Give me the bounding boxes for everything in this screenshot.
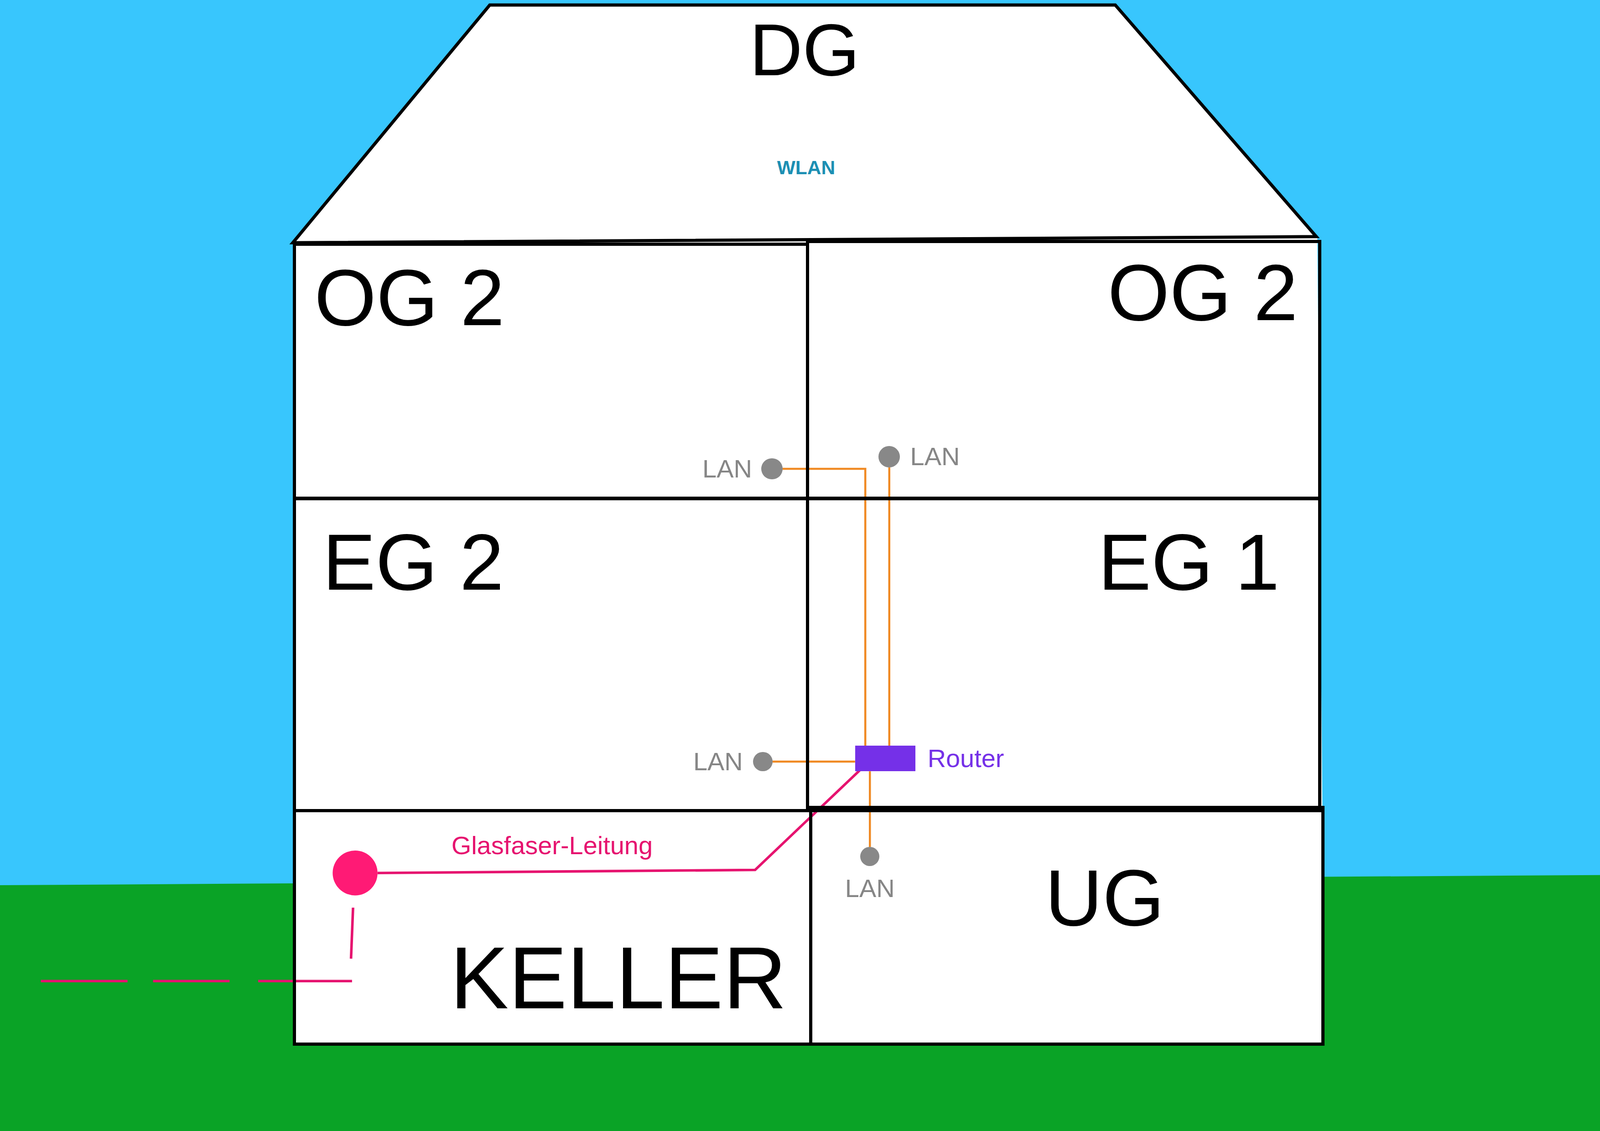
lan-label: LAN	[693, 748, 743, 775]
lan-cable	[782, 468, 866, 746]
fiber-dash	[153, 979, 230, 983]
room-label: KELLER	[450, 934, 787, 1023]
room-label: UG	[1044, 858, 1165, 939]
room-label: EG 1	[1098, 522, 1280, 603]
fiber-dash	[258, 979, 353, 983]
fiber-dash	[40, 979, 128, 983]
house-body	[292, 236, 1325, 1046]
floor-room: EG 2 LAN	[292, 497, 810, 813]
fiber-cable	[351, 907, 354, 959]
fiber-connection-point	[332, 850, 378, 896]
lan-socket: LAN	[860, 846, 880, 867]
room-label: OG 2	[1107, 253, 1298, 333]
router-box: Router	[855, 745, 916, 772]
router-label: Router	[927, 745, 1005, 772]
lan-label: LAN	[845, 875, 895, 902]
floor-room: OG 2 LAN	[805, 239, 1322, 500]
roof-shape	[292, 5, 1317, 243]
room-label: EG 2	[322, 522, 504, 603]
floor-room: OG 2 LAN	[292, 242, 810, 500]
lan-socket: LAN	[878, 446, 900, 468]
lan-cable	[772, 760, 856, 764]
lan-cable	[888, 467, 891, 747]
lan-socket: LAN	[753, 752, 773, 772]
lan-label: LAN	[910, 443, 961, 470]
lan-label: LAN	[702, 456, 753, 482]
fiber-label: Glasfaser-Leitung	[451, 832, 653, 859]
lan-socket: LAN	[761, 458, 783, 480]
room-label: DG	[749, 13, 860, 87]
fiber-cable	[377, 767, 864, 874]
floor-room: UG LAN	[809, 805, 1325, 1046]
room-label: OG 2	[314, 258, 505, 338]
roof-area: DG	[292, 5, 1317, 243]
floor-room: EG 1 Router	[805, 497, 1322, 813]
wlan-label: WLAN	[777, 158, 836, 178]
